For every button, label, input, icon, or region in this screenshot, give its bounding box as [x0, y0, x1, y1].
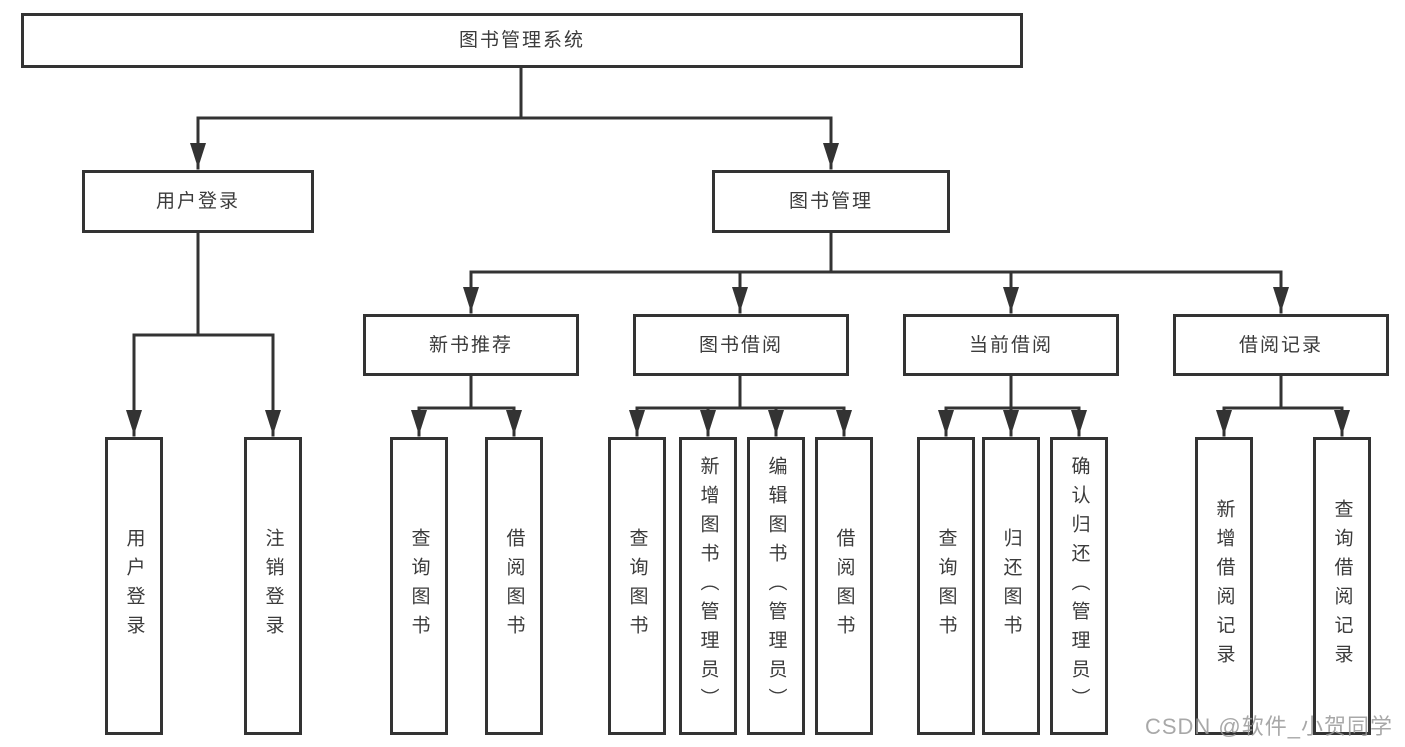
node-leaf-query-books-3: 查询图书 — [917, 437, 975, 735]
node-borrow-records-label: 借阅记录 — [1238, 334, 1323, 356]
node-leaf-add-books-admin: 新增图书（管理员） — [679, 437, 737, 735]
leaf-label: 查询图书 — [408, 528, 430, 644]
connector-root-to-level2 — [190, 66, 839, 170]
node-user-login-label: 用户登录 — [155, 191, 240, 212]
node-leaf-borrow-books-2: 借阅图书 — [815, 437, 873, 735]
leaf-label: 用户登录 — [123, 528, 145, 644]
node-book-mgmt: 图书管理 — [712, 170, 950, 233]
node-leaf-confirm-return-admin: 确认归还（管理员） — [1050, 437, 1108, 735]
node-root: 图书管理系统 — [21, 13, 1023, 68]
node-leaf-logout: 注销登录 — [244, 437, 302, 735]
connector-book-mgmt-to-level3 — [463, 231, 1289, 314]
node-leaf-add-borrow-record: 新增借阅记录 — [1195, 437, 1253, 735]
leaf-label: 归还图书 — [1000, 528, 1022, 644]
leaf-label: 借阅图书 — [833, 528, 855, 644]
node-leaf-query-borrow-record: 查询借阅记录 — [1313, 437, 1371, 735]
connector-book-borrow-to-leaves — [629, 374, 852, 437]
node-borrow-records: 借阅记录 — [1173, 314, 1389, 376]
node-leaf-query-books-2: 查询图书 — [608, 437, 666, 735]
node-new-books: 新书推荐 — [363, 314, 579, 376]
node-root-label: 图书管理系统 — [458, 30, 585, 51]
leaf-label: 查询图书 — [935, 528, 957, 644]
node-current-borrow-label: 当前借阅 — [968, 334, 1053, 356]
leaf-label: 查询图书 — [626, 528, 648, 644]
node-leaf-borrow-books-1: 借阅图书 — [485, 437, 543, 735]
leaf-label: 确认归还（管理员） — [1068, 455, 1090, 717]
connector-user-login-to-leaves — [126, 231, 281, 437]
node-book-borrow-label: 图书借阅 — [698, 334, 783, 356]
node-leaf-user-login: 用户登录 — [105, 437, 163, 735]
leaf-label: 新增图书（管理员） — [697, 455, 719, 717]
leaf-label: 编辑图书（管理员） — [765, 455, 787, 717]
node-book-borrow: 图书借阅 — [633, 314, 849, 376]
node-book-mgmt-label: 图书管理 — [788, 191, 873, 212]
node-user-login: 用户登录 — [82, 170, 314, 233]
connector-new-books-to-leaves — [411, 374, 522, 437]
leaf-label: 注销登录 — [262, 528, 284, 644]
connector-borrow-records-to-leaves — [1216, 374, 1350, 437]
node-current-borrow: 当前借阅 — [903, 314, 1119, 376]
leaf-label: 新增借阅记录 — [1213, 499, 1235, 673]
node-leaf-query-books-1: 查询图书 — [390, 437, 448, 735]
node-leaf-edit-books-admin: 编辑图书（管理员） — [747, 437, 805, 735]
leaf-label: 查询借阅记录 — [1331, 499, 1353, 673]
node-leaf-return-books: 归还图书 — [982, 437, 1040, 735]
watermark: CSDN @软件_小贺同学 — [1144, 714, 1393, 739]
connector-current-borrow-to-leaves — [938, 374, 1087, 437]
node-new-books-label: 新书推荐 — [428, 334, 513, 356]
leaf-label: 借阅图书 — [503, 528, 525, 644]
